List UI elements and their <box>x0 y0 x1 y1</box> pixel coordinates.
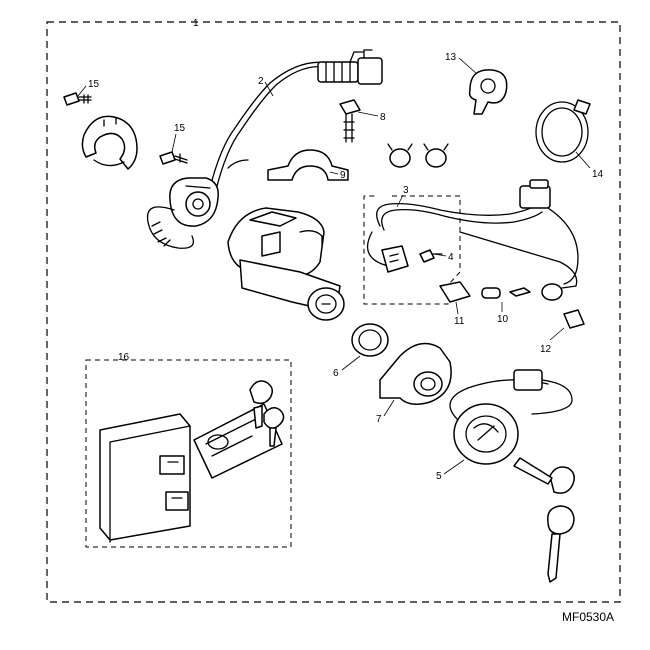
hose-clip-right <box>423 143 449 168</box>
callout-5: 5 <box>436 471 442 482</box>
part-3-harness-subassembly <box>367 179 579 287</box>
callout-12: 12 <box>540 344 552 355</box>
callout-3: 3 <box>403 185 409 196</box>
leader-lines <box>77 57 591 475</box>
callout-15-upper: 15 <box>88 79 100 90</box>
steering-column-cowl-clamp <box>81 115 138 170</box>
callout-8: 8 <box>380 112 386 123</box>
callout-13: 13 <box>445 52 457 63</box>
callout-15-lower: 15 <box>174 123 186 134</box>
part-9-saddle-clamp <box>267 149 349 181</box>
callout-2: 2 <box>258 76 264 87</box>
part-15-bolt-upper <box>63 92 92 106</box>
part-5-transponder-coil <box>449 369 573 465</box>
security-key-fobs <box>249 380 285 447</box>
part-10-terminal-pair <box>481 287 531 299</box>
callout-11: 11 <box>454 316 465 327</box>
part-4-screw <box>419 249 443 263</box>
callout-7: 7 <box>376 414 382 425</box>
steering-lock-housing <box>227 207 345 321</box>
part-2-ignition-harness <box>209 49 383 191</box>
part-8-shear-bolt <box>339 99 361 143</box>
hose-clip-left <box>387 143 413 168</box>
security-kit-frame <box>85 359 292 548</box>
part-7-lock-bezel <box>379 342 452 405</box>
part-16-security-ecu <box>99 413 191 543</box>
ignition-key-lower <box>547 505 575 583</box>
part-12-terminal-clip <box>563 309 585 329</box>
callout-10: 10 <box>497 314 509 325</box>
callout-9: 9 <box>340 170 346 181</box>
callout-4: 4 <box>448 252 454 263</box>
callout-14: 14 <box>592 169 604 180</box>
callout-6: 6 <box>333 368 339 379</box>
kit-number-label: 1 <box>193 18 199 29</box>
part-13-cable-clip <box>468 69 508 115</box>
terminal-connector-end <box>541 283 577 301</box>
kit-frame <box>46 21 621 603</box>
ignition-switch <box>169 177 219 227</box>
callout-16: 16 <box>118 352 130 363</box>
drawing-reference-code: MF0530A <box>562 610 614 624</box>
part-6-lock-ring <box>351 323 389 357</box>
part-15-bolt-lower <box>159 151 188 165</box>
part-14-cable-tie <box>535 99 591 163</box>
ignition-switch-coiled-lead <box>146 206 195 249</box>
part-11-connector <box>439 281 471 303</box>
ignition-key-upper <box>513 457 575 494</box>
